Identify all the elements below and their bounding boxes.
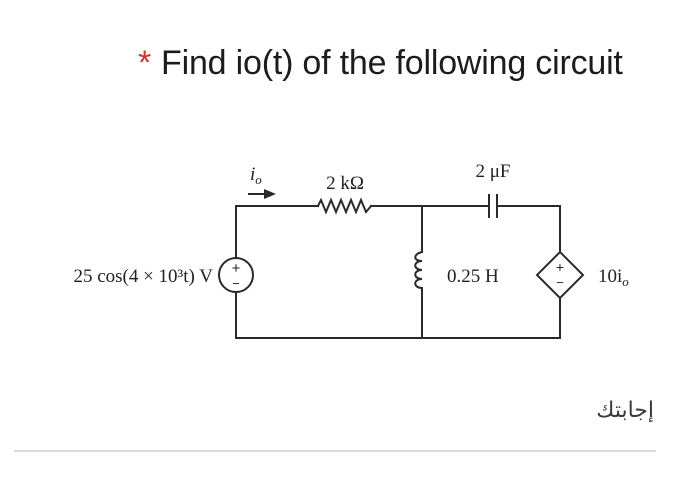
- question-text: Find io(t) of the following circuit: [161, 44, 623, 82]
- answer-input-line[interactable]: [14, 450, 656, 452]
- voltage-source-symbol: [218, 257, 254, 293]
- voltage-source-label: 25 cos(4 × 10³t) V: [73, 266, 213, 287]
- inductor-label: 0.25 H: [447, 266, 499, 287]
- answer-label: إجابتك: [596, 398, 654, 423]
- capacitor-label: 2 μF: [475, 161, 510, 182]
- current-label: io: [250, 164, 262, 187]
- dependent-source-subscript: o: [622, 274, 629, 289]
- resistor-label: 2 kΩ: [326, 173, 364, 194]
- required-mark: *: [138, 44, 152, 82]
- inductor-symbol: [414, 250, 424, 290]
- current-label-subscript: o: [255, 172, 262, 187]
- dependent-source-symbol: [535, 250, 585, 300]
- current-arrow-head: [264, 189, 276, 199]
- voltage-source-minus: −: [232, 276, 240, 291]
- resistor-symbol: [316, 197, 373, 215]
- dependent-source-label: 10io: [598, 266, 629, 289]
- dependent-source-minus: −: [556, 275, 564, 290]
- voltage-source-plus: +: [232, 260, 241, 277]
- dependent-source-plus: +: [556, 259, 564, 275]
- question-title: *Find io(t) of the following circuit: [138, 44, 623, 83]
